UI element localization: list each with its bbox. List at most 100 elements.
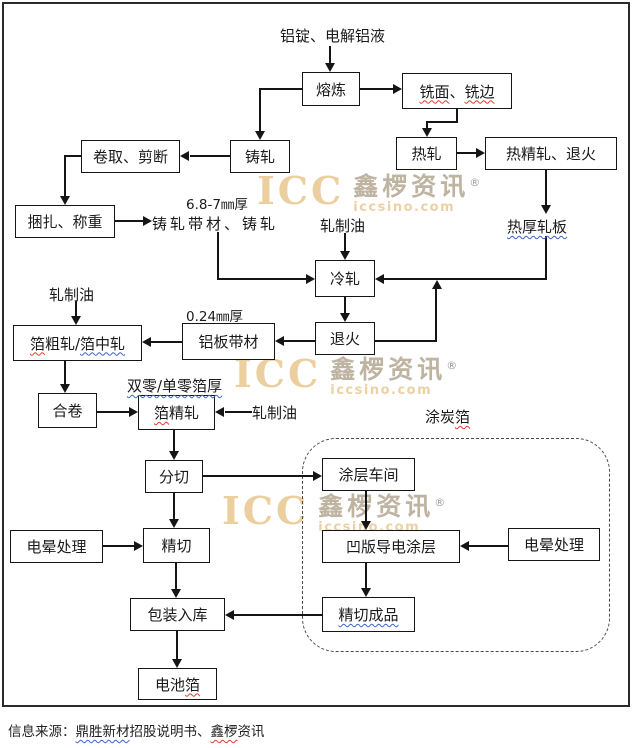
line-caststrip-to-coldroll <box>217 278 306 280</box>
line-coatingshop-to-gravure <box>365 491 367 521</box>
watermark: ICC 鑫椤资讯® iccsino.com <box>257 171 480 214</box>
line-coilcut-to-bundle-h <box>64 155 81 157</box>
watermark-domain: iccsino.com <box>330 383 433 398</box>
arrow-foilfinish-to-slit <box>169 451 179 460</box>
label-cast-rolled-strip: 铸轧带材、铸轧 <box>152 215 279 233</box>
arrow-coatingshop-to-gravure <box>361 521 371 530</box>
line-combine-to-foilfinish <box>97 411 129 413</box>
arrow-hotroll-to-hotfinish <box>476 148 485 158</box>
arrow-slit-to-coatingshop <box>313 471 322 481</box>
watermark-brand: 鑫椤资讯 <box>330 355 447 384</box>
arrow-product-to-pack <box>225 610 234 620</box>
node-slitting: 分切 <box>145 460 203 493</box>
line-foilfinish-to-slit <box>173 430 175 451</box>
arrow-anneal-to-alustrip <box>275 336 284 346</box>
icc-logo: ICC <box>222 488 310 533</box>
node-packing-warehousing: 包装入库 <box>130 598 225 631</box>
arrow-corona-to-finecut <box>134 541 143 551</box>
arrow-hotfinish-to-hotplate <box>541 205 551 214</box>
arrow-bundle-to-caststrip <box>143 216 152 226</box>
node-corona-treatment-left: 电晕处理 <box>10 530 103 563</box>
watermark-brand: 鑫椤资讯 <box>353 172 470 201</box>
line-oil-to-coldroll <box>344 233 346 251</box>
line-oil-to-foilrough <box>75 301 77 316</box>
label-thickness-alu: 0.24㎜厚 <box>186 309 244 325</box>
registered-mark-icon: ® <box>469 176 481 189</box>
node-fine-cut-product: 精切成品 <box>322 597 415 632</box>
line-hotplate-down <box>545 236 547 280</box>
node-battery-foil: 电池箔 <box>138 668 217 700</box>
node-milling: 铣面、铣边 <box>402 73 512 109</box>
node-bundling-weighing: 捆扎、称重 <box>15 205 115 238</box>
line-hotplate-to-coldroll <box>384 278 547 280</box>
line-caststrip-down <box>217 232 219 280</box>
node-corona-treatment-right: 电晕处理 <box>508 528 600 561</box>
line-slit-to-coatingshop <box>203 475 313 477</box>
label-rolling-oil-left: 轧制油 <box>49 286 95 304</box>
arrow-castroll-to-coilcut <box>180 151 189 161</box>
arrow-slit-to-finecut <box>169 519 179 528</box>
label-ingot-electrolytic-aluminum: 铝锭、电解铝液 <box>280 27 386 45</box>
source-note: 信息来源：鼎胜新材招股说明书、鑫椤资讯 <box>8 724 265 740</box>
icc-logo: ICC <box>234 351 322 396</box>
line-anneal-loop-v <box>435 289 437 342</box>
node-aluminum-strip: 铝板带材 <box>182 323 275 360</box>
line-hotroll-to-hotfinish <box>457 152 476 154</box>
label-rolling-oil-mid: 轧制油 <box>320 217 366 235</box>
arrow-melt-to-mill <box>393 84 402 94</box>
line-oil-to-foilfinish <box>225 411 252 413</box>
line-anneal-to-alustrip <box>284 340 315 342</box>
node-cold-rolling: 冷轧 <box>315 260 375 297</box>
arrow-corona-to-gravure <box>460 541 469 551</box>
node-melting: 熔炼 <box>302 72 360 106</box>
node-coiling-cutting: 卷取、剪断 <box>81 140 180 173</box>
arrow-melt-to-castroll <box>255 131 265 140</box>
arrow-mill-to-hotroll <box>422 128 432 137</box>
arrow-oil-to-foilfinish <box>215 407 224 417</box>
arrow-oil-to-coldroll <box>340 251 350 260</box>
line-coldroll-to-anneal <box>344 297 346 313</box>
line-anneal-loop-h <box>375 340 437 342</box>
line-slit-to-finecut <box>173 493 175 519</box>
label-carbon-coated-foil: 涂炭箔 <box>425 408 471 426</box>
arrow-into-coldroll-left <box>306 274 315 284</box>
arrow-alustrip-to-foilrough <box>142 337 151 347</box>
node-coating-workshop: 涂层车间 <box>322 458 415 491</box>
arrow-into-coldroll-right <box>375 274 384 284</box>
line-melt-to-castroll-v <box>259 88 261 132</box>
line-hotfinish-to-hotplate <box>545 170 547 205</box>
line-mill-to-hotroll-v1 <box>456 108 458 123</box>
node-annealing: 退火 <box>315 322 375 355</box>
label-hot-thick-plate: 热厚轧板 <box>507 218 568 236</box>
node-roll-combining: 合卷 <box>38 393 97 428</box>
node-hot-finish-annealing: 热精轧、退火 <box>485 137 617 170</box>
line-corona-to-finecut <box>103 545 134 547</box>
node-gravure-conductive-coating: 凹版导电涂层 <box>322 530 460 563</box>
line-finecut-to-pack <box>175 563 177 589</box>
label-rolling-oil-right: 轧制油 <box>252 404 298 422</box>
node-foil-rough-mid-rolling: 箔粗轧/箔中轧 <box>13 325 142 361</box>
arrow-gravure-to-product <box>361 588 371 597</box>
node-hot-rolling: 热轧 <box>396 137 457 170</box>
registered-mark-icon: ® <box>434 496 446 509</box>
line-melt-to-mill <box>360 88 394 90</box>
node-foil-finish-rolling: 箔精轧 <box>138 395 215 430</box>
arrow-foilrough-to-combine <box>60 384 70 393</box>
line-mill-to-hotroll-h <box>426 121 458 123</box>
line-bundle-to-caststrip <box>115 220 144 222</box>
label-foil-thickness: 双零/单零箔厚 <box>127 377 223 395</box>
line-castroll-to-coilcut <box>190 155 230 157</box>
watermark-brand: 鑫椤资讯 <box>318 492 435 521</box>
arrow-pack-to-battery <box>172 659 182 668</box>
line-mill-to-hotroll-v2 <box>426 121 428 129</box>
watermark-text: 鑫椤资讯® iccsino.com <box>330 357 457 397</box>
carbon-foil-dashed-region <box>302 438 610 652</box>
registered-mark-icon: ® <box>446 359 458 372</box>
arrow-anneal-loop-up <box>432 280 442 289</box>
arrow-combine-to-foilfinish <box>129 407 138 417</box>
line-pack-to-battery <box>176 631 178 659</box>
arrow-finecut-to-pack <box>171 589 181 598</box>
watermark-text: 鑫椤资讯® iccsino.com <box>353 174 480 214</box>
watermark-domain: iccsino.com <box>353 200 456 215</box>
